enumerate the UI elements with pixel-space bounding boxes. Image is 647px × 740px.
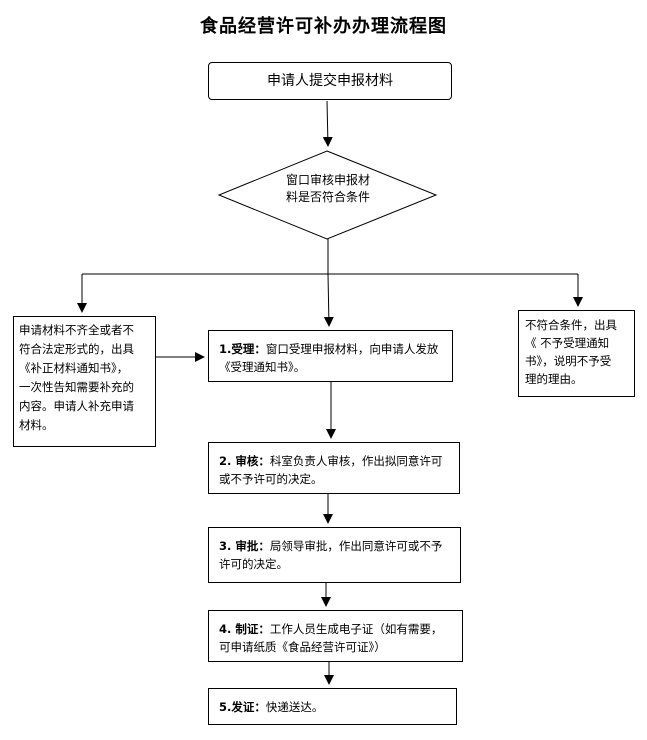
step-label: 4. 制证：	[219, 622, 270, 636]
left-branch-box: 申请材料不齐全或者不 符合法定形式的，出具 《补正材料通知书》， 一次性告知需要…	[13, 316, 156, 447]
step-label: 2. 审核：	[219, 454, 270, 468]
step-label: 3. 审批：	[219, 539, 270, 553]
right-branch-line: 《 不予受理通知	[525, 336, 610, 350]
left-branch-line: 内容。申请人补充申请	[19, 399, 134, 413]
step-text: 可申请纸质《食品经营许可证》）	[219, 640, 386, 654]
right-branch-line: 书》，说明不予受	[525, 354, 612, 368]
step-text: 或不予许可的决定。	[219, 472, 323, 486]
decision-text: 窗口审核申报材 料是否符合条件	[255, 172, 401, 206]
step-deliver: 5.发证：快递送达。	[208, 688, 457, 725]
right-branch-line: 不符合条件，出具	[525, 318, 617, 332]
step-text: 快递送达。	[265, 700, 324, 714]
decision-line-2: 料是否符合条件	[285, 190, 370, 204]
arrow-start-to-decision	[322, 100, 333, 147]
step-text: 工作人员生成电子证（如有需要，	[269, 622, 443, 636]
step-text: 《受理通知书》。	[219, 360, 306, 374]
arrow-to-step1	[323, 273, 334, 327]
step-label: 5.发证：	[219, 700, 266, 714]
step-text: 科室负责人审核，作出拟同意许可	[269, 454, 443, 468]
left-branch-line: 一次性告知需要补充的	[19, 380, 134, 394]
left-branch-line: 《补正材料通知书》，	[19, 361, 129, 375]
start-node: 申请人提交申报材料	[208, 62, 452, 100]
right-branch-line: 理的理由。	[525, 372, 583, 386]
right-branch-box: 不符合条件，出具 《 不予受理通知 书》，说明不予受 理的理由。	[518, 310, 635, 397]
step-text: 窗口受理申报材料，向申请人发放	[265, 342, 439, 356]
step-issue-certificate: 4. 制证：工作人员生成电子证（如有需要， 可申请纸质《食品经营许可证》）	[208, 610, 463, 662]
left-branch-line: 符合法定形式的，出具	[19, 342, 134, 356]
left-branch-line: 申请材料不齐全或者不	[19, 323, 134, 337]
left-branch-line: 材料。	[19, 418, 54, 432]
decision-diamond	[217, 150, 438, 240]
step-approve: 3. 审批：局领导审批，作出同意许可或不予 许可的决定。	[208, 527, 461, 583]
step-text: 局领导审批，作出同意许可或不予	[269, 539, 443, 553]
page-title: 食品经营许可补办办理流程图	[200, 16, 447, 37]
step-accept: 1.受理：窗口受理申报材料，向申请人发放 《受理通知书》。	[208, 330, 453, 382]
step-review: 2. 审核：科室负责人审核，作出拟同意许可 或不予许可的决定。	[208, 442, 460, 494]
step-label: 1.受理：	[219, 342, 266, 356]
step-text: 许可的决定。	[219, 557, 288, 571]
decision-line-1: 窗口审核申报材	[285, 173, 370, 187]
